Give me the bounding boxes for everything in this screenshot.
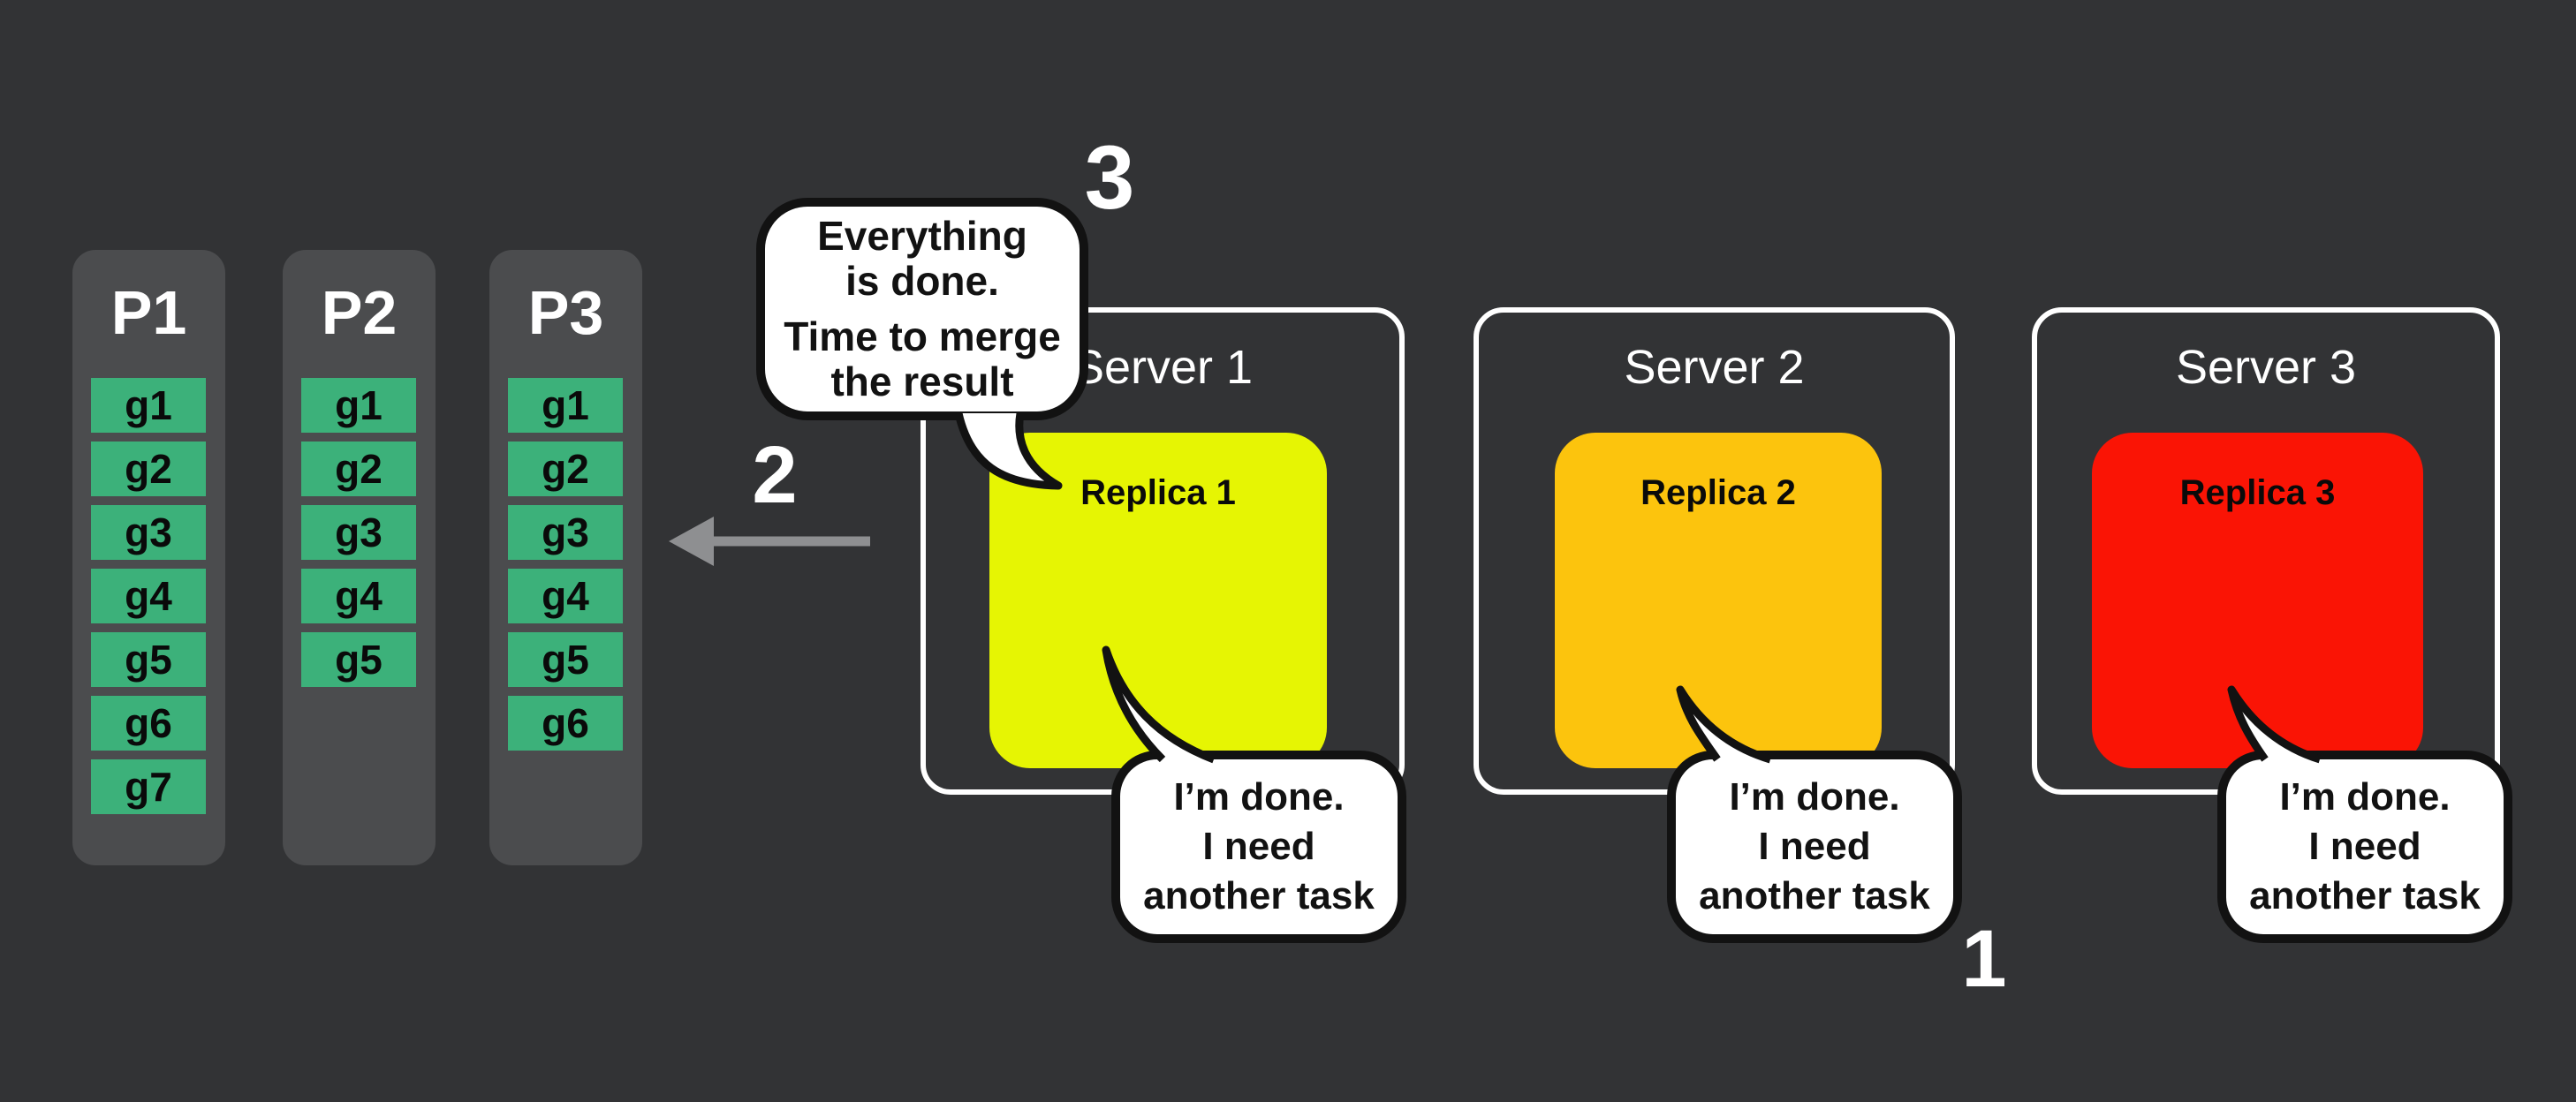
- server-1-label: Server 1: [1072, 341, 1254, 394]
- merge-bubble-sentence-2: Time to merge the result: [784, 313, 1061, 404]
- partition-p3-title: P3: [527, 278, 604, 347]
- merge-speech-bubble: Everything is done. Time to merge the re…: [756, 198, 1088, 420]
- merge-bubble-sentence-1: Everything is done.: [817, 213, 1027, 304]
- step-number-2: 2: [752, 430, 798, 520]
- server-2-label: Server 2: [1624, 341, 1805, 394]
- partition-p3-tasks: g1 g2 g3 g4 g5 g6: [508, 378, 623, 751]
- partition-p1: P1 g1 g2 g3 g4 g5 g6 g7: [72, 250, 225, 865]
- replica-2: Replica 2: [1555, 433, 1882, 768]
- partition-p3: P3 g1 g2 g3 g4 g5 g6: [489, 250, 642, 865]
- partition-p2-tasks: g1 g2 g3 g4 g5: [301, 378, 416, 687]
- server-3-box: Server 3 Replica 3: [2032, 307, 2500, 795]
- task-cell: g2: [301, 442, 416, 496]
- partition-p2: P2 g1 g2 g3 g4 g5: [283, 250, 436, 865]
- task-cell: g2: [91, 442, 206, 496]
- task-cell: g2: [508, 442, 623, 496]
- task-cell: g1: [91, 378, 206, 433]
- left-arrow-icon: [669, 517, 870, 566]
- task-cell: g1: [508, 378, 623, 433]
- task-cell: g4: [301, 569, 416, 623]
- task-cell: g4: [91, 569, 206, 623]
- partition-p1-tasks: g1 g2 g3 g4 g5 g6 g7: [91, 378, 206, 814]
- task-cell: g7: [91, 759, 206, 814]
- task-cell: g5: [301, 632, 416, 687]
- server-2-box: Server 2 Replica 2: [1474, 307, 1955, 795]
- replica-2-label: Replica 2: [1640, 473, 1796, 512]
- replica-3-label: Replica 3: [2179, 473, 2336, 512]
- done-speech-bubble-server3: I’m done. I need another task: [2217, 751, 2512, 943]
- task-cell: g5: [508, 632, 623, 687]
- task-cell: g4: [508, 569, 623, 623]
- task-cell: g6: [91, 696, 206, 751]
- task-cell: g3: [508, 505, 623, 560]
- done-speech-bubble-server2: I’m done. I need another task: [1667, 751, 1962, 943]
- replica-1: Replica 1: [989, 433, 1327, 768]
- task-cell: g3: [301, 505, 416, 560]
- replica-1-label: Replica 1: [1080, 473, 1236, 512]
- server-3-label: Server 3: [2175, 341, 2357, 394]
- replica-3: Replica 3: [2092, 433, 2423, 768]
- task-cell: g6: [508, 696, 623, 751]
- step-number-1: 1: [1961, 914, 2007, 1004]
- step-number-3: 3: [1084, 127, 1135, 228]
- partition-p1-title: P1: [110, 278, 187, 347]
- task-cell: g5: [91, 632, 206, 687]
- task-cell: g3: [91, 505, 206, 560]
- done-speech-bubble-server1: I’m done. I need another task: [1111, 751, 1406, 943]
- task-cell: g1: [301, 378, 416, 433]
- partition-p2-title: P2: [321, 278, 398, 347]
